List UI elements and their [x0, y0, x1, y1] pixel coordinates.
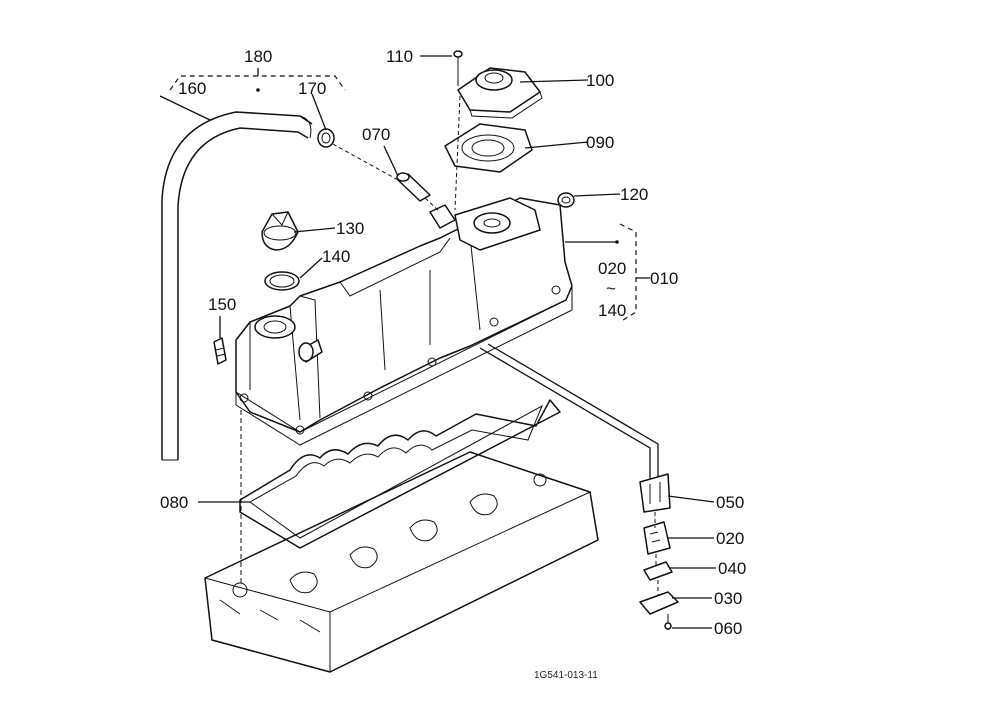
- label-060: 060: [714, 619, 742, 638]
- label-140-range-bottom: 140: [598, 301, 626, 320]
- label-100: 100: [586, 71, 614, 90]
- cushion-020: [643, 521, 671, 555]
- label-080: 080: [160, 493, 188, 512]
- label-050: 050: [716, 493, 744, 512]
- drawing-code: 1G541-013-11: [534, 670, 598, 681]
- plug-150: [213, 337, 227, 365]
- bracket-010: [619, 223, 637, 323]
- label-150: 150: [208, 295, 236, 314]
- label-120: 120: [620, 185, 648, 204]
- label-180: 180: [244, 47, 272, 66]
- cable-line: [479, 343, 659, 480]
- label-040: 040: [718, 559, 746, 578]
- pipe-070: [332, 143, 441, 213]
- cylinder-head: [204, 451, 599, 673]
- diaphragm-090: [444, 123, 533, 173]
- label-140: 140: [322, 247, 350, 266]
- label-030: 030: [714, 589, 742, 608]
- label-110: 110: [386, 47, 413, 66]
- bracket-050: [639, 473, 671, 513]
- label-090: 090: [586, 133, 614, 152]
- screw-060: [664, 614, 672, 630]
- label-160: 160: [178, 79, 206, 98]
- range-tilde: ~: [606, 279, 616, 298]
- gasket-080: [239, 399, 561, 549]
- label-010: 010: [650, 269, 678, 288]
- label-020: 020: [716, 529, 744, 548]
- head-cover: [235, 197, 573, 446]
- label-020-range-top: 020: [598, 259, 626, 278]
- bracket-180-dot: [256, 88, 260, 92]
- label-130: 130: [336, 219, 364, 238]
- cap-100: [457, 67, 543, 119]
- label-070: 070: [362, 125, 390, 144]
- oil-filler-cap-130: [261, 211, 299, 251]
- breather-hose-160: [161, 111, 313, 461]
- hose-clamp-170: [317, 128, 335, 148]
- screw-110: [453, 50, 463, 86]
- cap-120: [557, 192, 575, 208]
- o-ring-140: [264, 271, 300, 291]
- plate-030: [639, 591, 679, 615]
- plate-040: [643, 561, 673, 581]
- label-170: 170: [298, 79, 326, 98]
